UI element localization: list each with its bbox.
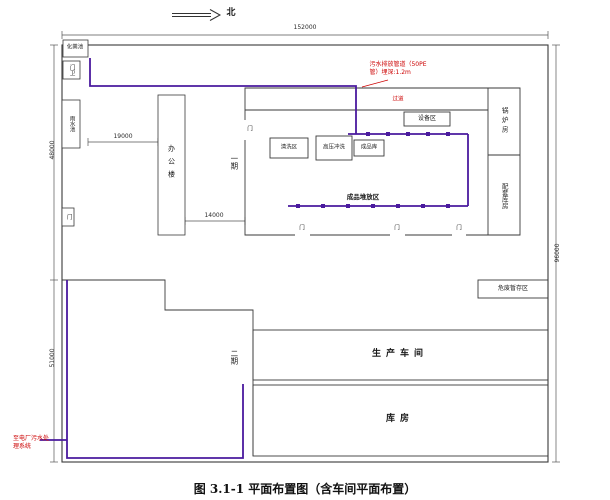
product-store-outline <box>353 139 385 157</box>
septic-tank-label: 化粪池 <box>66 44 84 51</box>
product-stack-area-label: 成品堆放区 <box>346 192 380 201</box>
gate-house-outline <box>62 60 81 80</box>
dim-office-gap: 19000 <box>113 133 133 141</box>
dim-left-lower: 51000 <box>49 348 57 368</box>
door-label: 门 <box>394 225 400 232</box>
dim-top: 152000 <box>293 24 317 32</box>
phase1-walls <box>244 87 521 236</box>
pipe-phase2-run <box>66 280 244 459</box>
production-workshop-label: 生产车间 <box>371 349 429 360</box>
site-structures <box>61 39 186 236</box>
north-label: 北 <box>226 8 236 19</box>
warehouse-label: 库房 <box>385 414 415 425</box>
phase-division-line <box>62 279 254 456</box>
door-label: 门 <box>456 225 462 232</box>
site-gate-label: 门 <box>65 214 72 220</box>
corridor-label: 过道 <box>392 96 404 103</box>
washing-area-label: 清洗区 <box>280 144 298 151</box>
equipment-area-outline <box>403 111 451 127</box>
outlet-note: 至电厂污水处 理系统 <box>12 435 50 450</box>
dim-workshop-gap: 14000 <box>204 212 224 220</box>
pipe-main-run <box>89 58 357 134</box>
production-workshop-outline <box>252 329 549 381</box>
septic-tank-outline <box>62 39 89 58</box>
rain-pool-outline <box>61 99 81 149</box>
rain-pool-label: 雨水池 <box>68 115 75 133</box>
product-store-label: 成品库 <box>360 144 378 151</box>
pipe-note-leader <box>361 79 389 88</box>
phase1-building <box>244 87 521 236</box>
phase1-label: 一期 <box>229 154 239 170</box>
door-label: 门 <box>247 126 253 133</box>
washing-area-outline <box>269 137 309 159</box>
office-label: 办公楼 <box>167 144 176 184</box>
equipment-area-label: 设备区 <box>417 115 437 123</box>
dimension-lines <box>50 31 560 463</box>
high-pressure-wash-outline <box>315 135 353 161</box>
dim-right: 96000 <box>554 243 562 263</box>
north-arrow-icon <box>172 9 222 21</box>
dim-left-upper: 48000 <box>49 140 57 160</box>
boiler-room-label: 锅炉房 <box>500 106 509 136</box>
site-gate-outline <box>61 207 75 227</box>
door-label: 门 <box>299 225 305 232</box>
office-outline <box>157 94 186 236</box>
support-warehouse-label: 配套库房 <box>500 183 509 209</box>
gate-house-label: 门卫 <box>68 64 75 76</box>
pipe-note: 污水排放管道（50PE 管）埋深:1.2m <box>369 61 427 76</box>
phase2-label: 二期 <box>229 349 239 365</box>
phase2-area <box>62 279 549 457</box>
warehouse-outline <box>252 384 549 457</box>
hazardous-waste-label: 危废暂存区 <box>497 285 529 293</box>
site-boundary <box>61 44 549 463</box>
high-pressure-wash-label: 高压冲洗 <box>322 144 346 151</box>
hazardous-waste-outline <box>477 279 549 299</box>
pipe-connection-nodes <box>296 132 450 208</box>
page-caption: 图 3.1-1 平面布置图（含车间平面布置） <box>193 482 417 496</box>
